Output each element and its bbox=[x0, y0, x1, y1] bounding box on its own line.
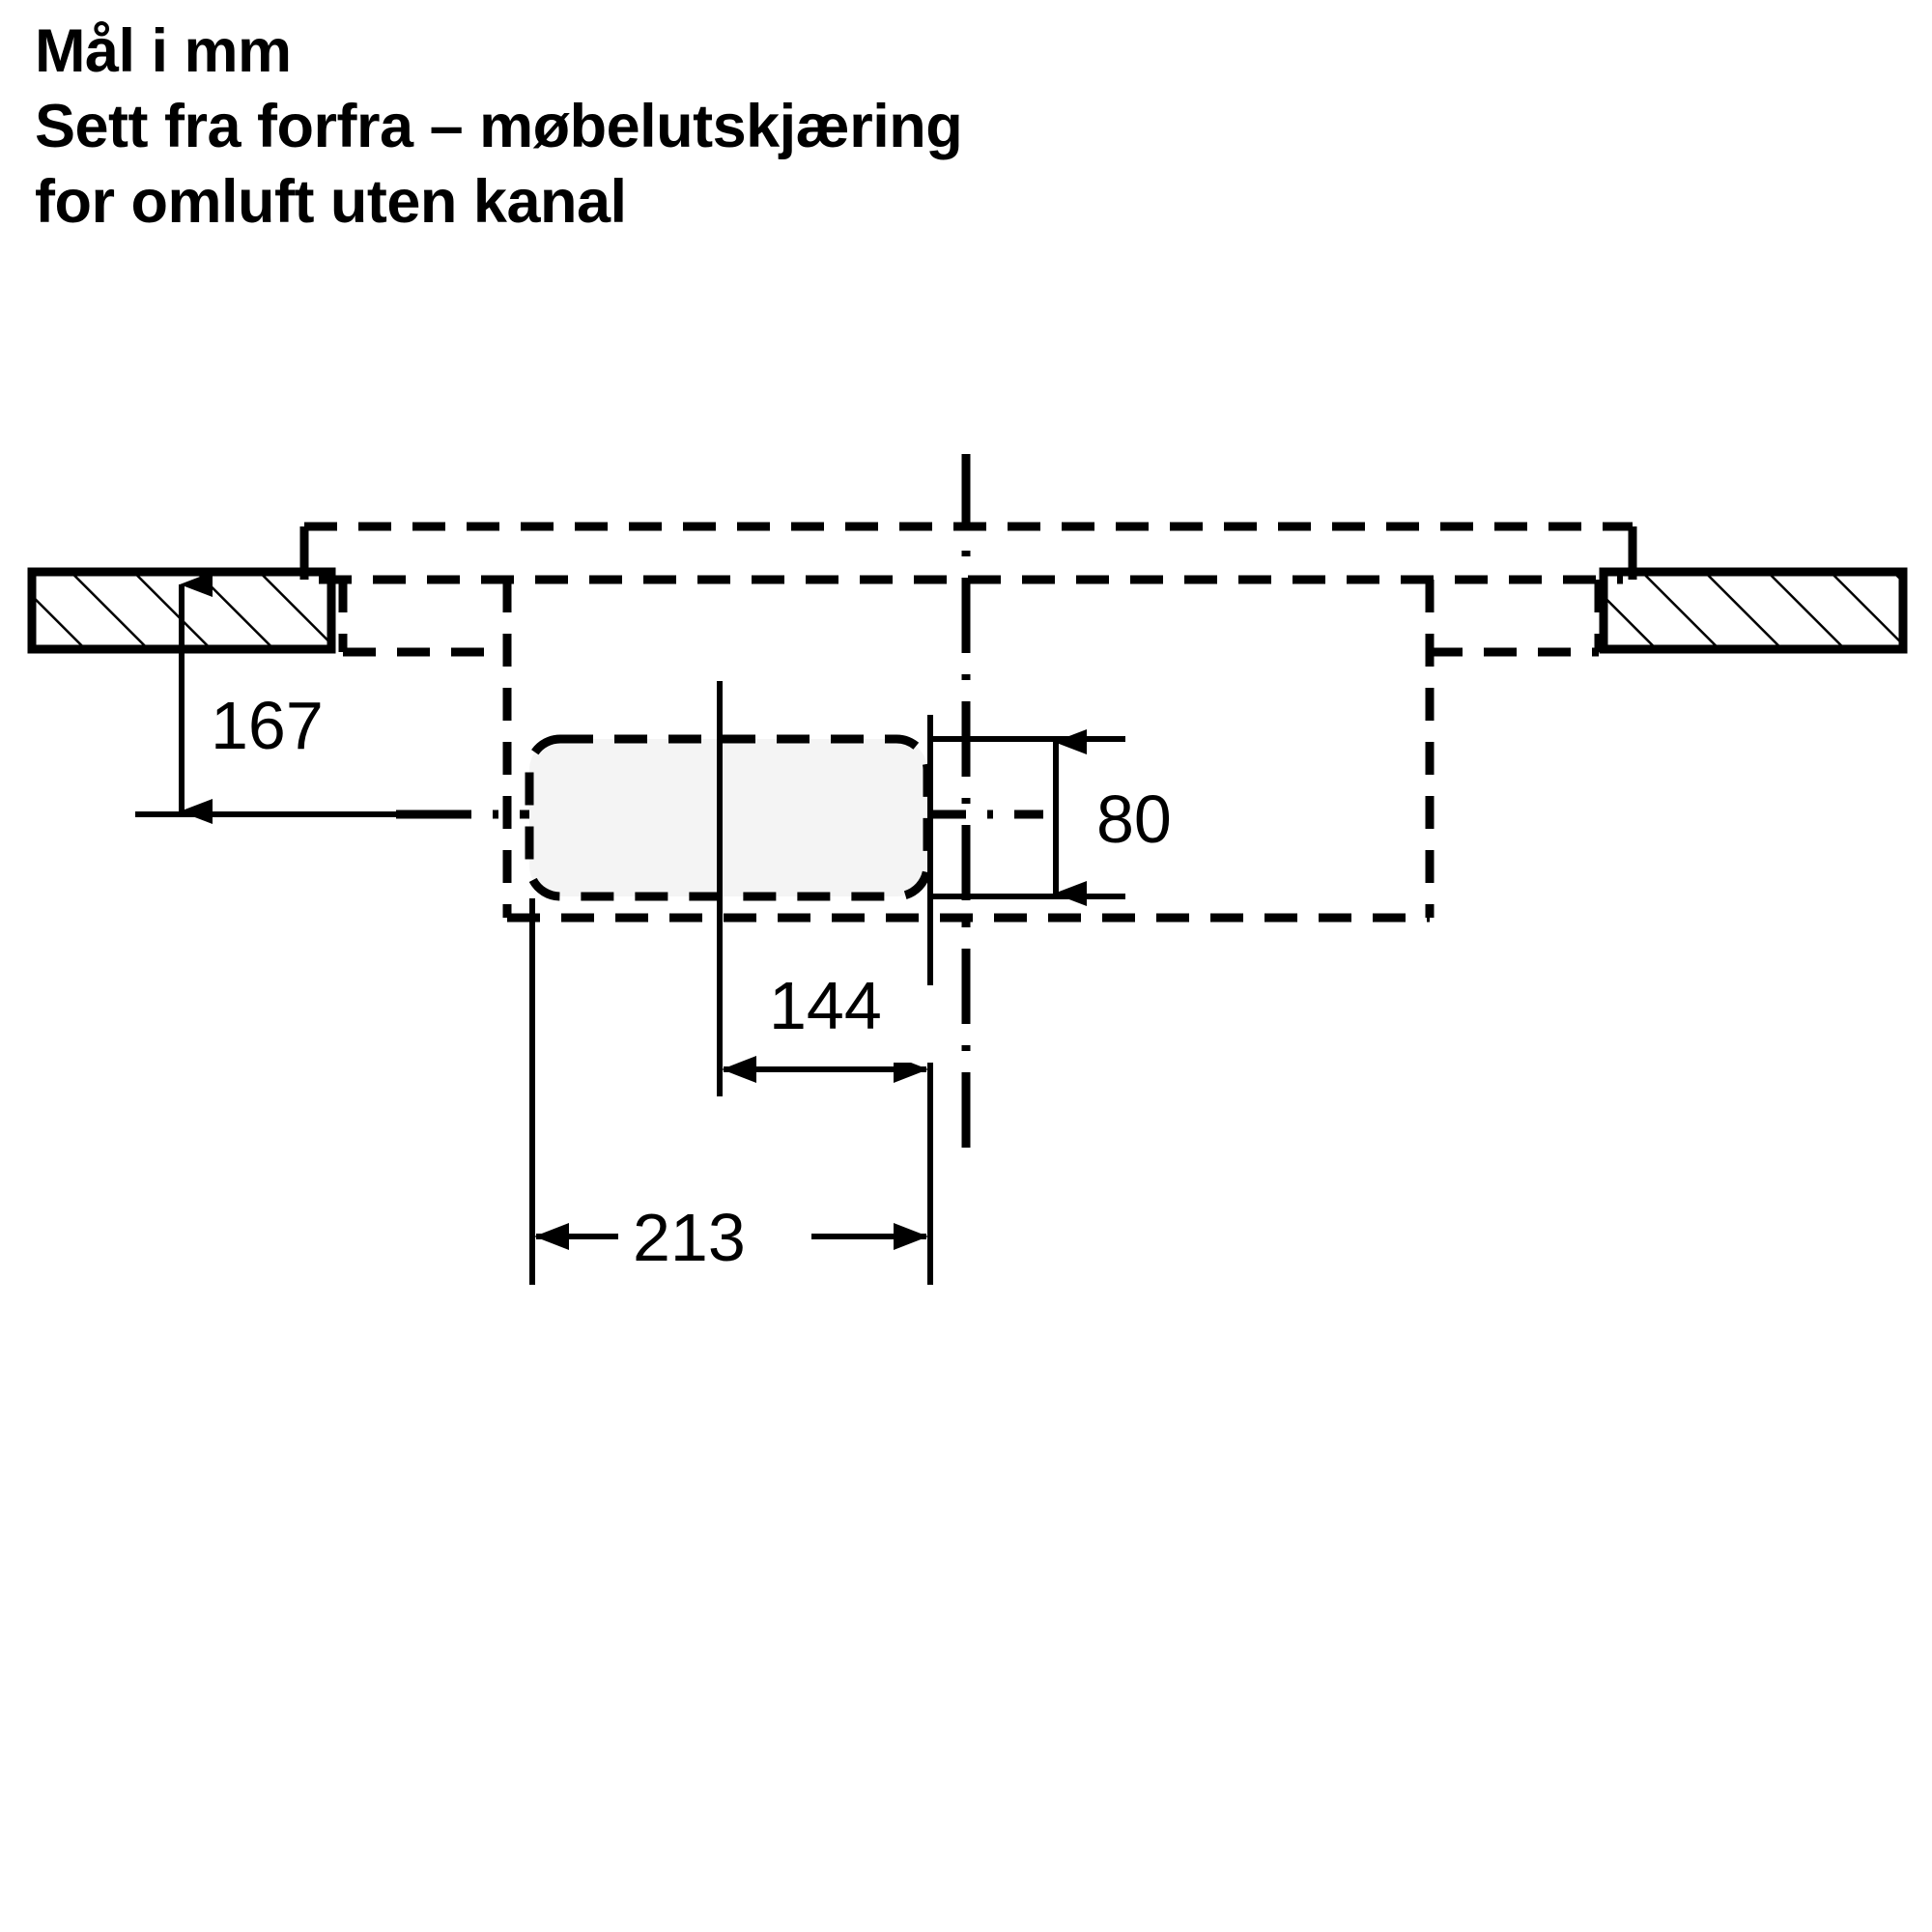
dim-80: 80 bbox=[930, 729, 1172, 906]
worktop-right bbox=[1599, 567, 1908, 654]
title-line-3: for omluft uten kanal bbox=[35, 168, 627, 236]
dim-213-label-top: 213 bbox=[633, 1200, 746, 1275]
cutout-inner bbox=[319, 575, 1623, 923]
title-block: Mål i mm Sett fra forfra – møbelutskjæri… bbox=[35, 14, 1484, 240]
dim-144-text-mask bbox=[759, 985, 949, 1063]
dim-144-label-top: 144 bbox=[769, 968, 882, 1043]
duct-opening bbox=[525, 734, 932, 901]
title-line-1: Mål i mm bbox=[35, 17, 292, 85]
dim-213-text-mask bbox=[618, 1196, 811, 1277]
title-line-2: Sett fra forfra – møbelutskjæring bbox=[35, 93, 963, 160]
dim-167: 167 bbox=[135, 572, 401, 824]
dim-80-label: 80 bbox=[1096, 781, 1172, 857]
dim-167-label: 167 bbox=[211, 688, 324, 763]
